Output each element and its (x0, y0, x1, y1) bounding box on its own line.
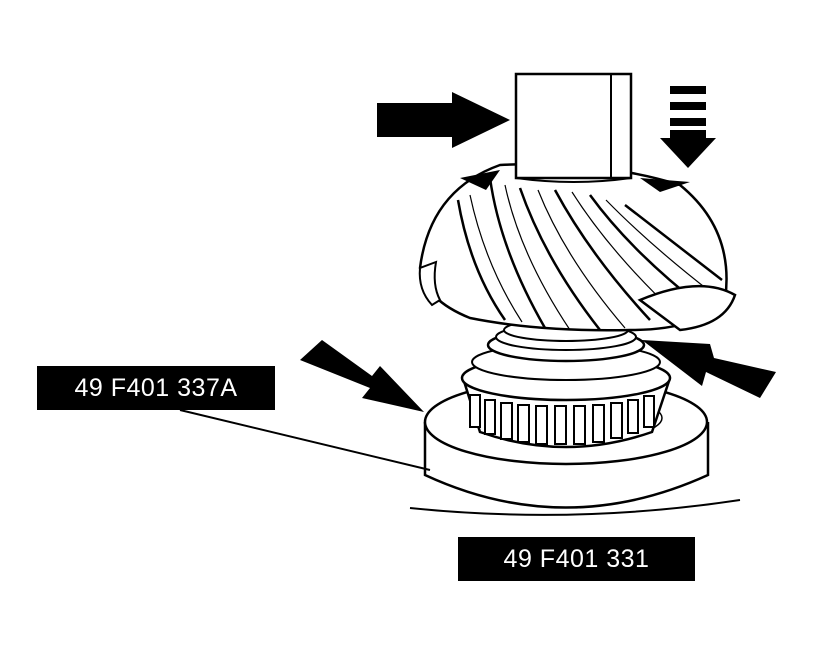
tool-label-337a: 49 F401 337A (37, 366, 275, 410)
tool-label-331: 49 F401 331 (458, 537, 695, 581)
leader-line-337a (179, 409, 431, 471)
bench-surface-line (409, 499, 741, 516)
arrow-icon (642, 340, 776, 398)
drive-pinion-gear (418, 162, 737, 332)
press-ram (514, 72, 633, 183)
arrow-icon (300, 340, 424, 412)
arrow-down-icon (660, 86, 716, 168)
roller-bearing (460, 343, 672, 449)
arrow-icon (377, 92, 510, 148)
